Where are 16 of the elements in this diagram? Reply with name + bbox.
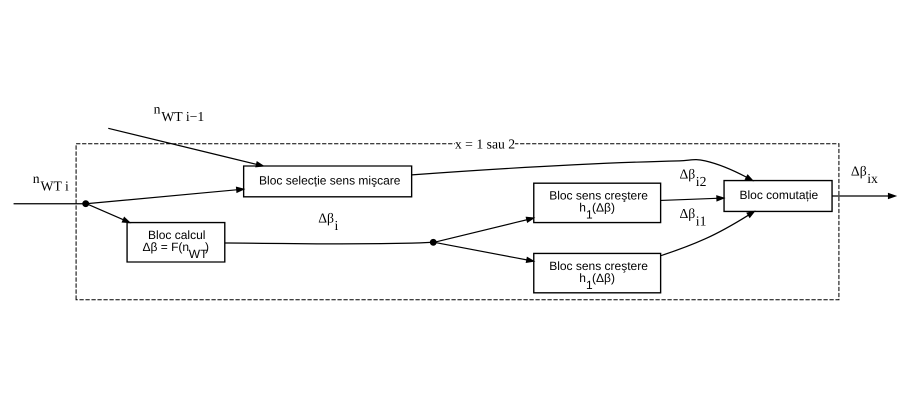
arrow (88, 186, 246, 204)
arrow (660, 195, 726, 202)
connector (14, 203, 83, 204)
arrow (660, 210, 756, 256)
node-box: Bloc comutație (723, 180, 833, 212)
node-circle (430, 238, 437, 246)
node-circle (82, 200, 90, 208)
arrow (108, 128, 265, 168)
arrow (436, 216, 536, 242)
node-box: Bloc selecție sens mişcare (242, 165, 412, 198)
arrow (436, 242, 536, 263)
arrow (832, 192, 898, 200)
arrow (88, 204, 132, 224)
connector (224, 242, 430, 245)
edge-label: x = 1 sau 2 (454, 136, 516, 152)
arrow (412, 159, 754, 182)
